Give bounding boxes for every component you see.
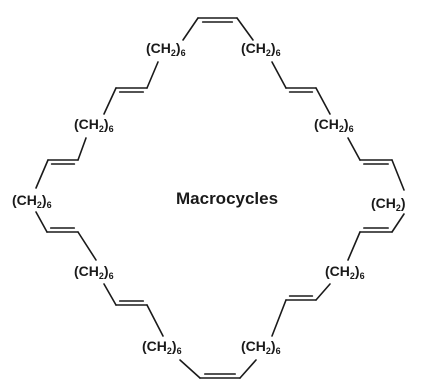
center-title: Macrocycles [176,189,279,208]
ch2-group-label: (CH2)6 [74,116,114,134]
single-bond [271,61,287,89]
single-bond [347,137,361,161]
single-bond [77,137,87,161]
ch2-group-label: (CH2)6 [74,263,114,281]
single-bond [315,283,331,301]
ch2-group-label: (CH2)6 [142,338,182,356]
single-bond [179,359,201,379]
ch2-group-label: (CH2)6 [314,116,354,134]
single-bond [103,87,117,115]
single-bond [391,213,405,233]
single-bond [391,159,405,191]
ch2-group-label: (CH2)6 [146,40,186,58]
single-bond [35,159,49,189]
single-bond [315,87,331,115]
single-bond [146,304,164,337]
ch2-group-label: (CH2)6 [325,263,365,281]
ch2-group-label: (CH2)6 [241,40,281,58]
ch2-group-label: (CH2)6 [241,338,281,356]
single-bond [35,211,48,233]
ch2-group-label-clipped: (CH2) [371,195,406,213]
single-bond [239,359,257,379]
single-bond [347,231,361,261]
single-bond [236,17,254,41]
single-bond [271,299,287,337]
single-bond [182,17,199,41]
single-bond [77,231,97,261]
single-bond [103,283,117,306]
single-bond [146,61,159,89]
ch2-group-label: (CH2)6 [12,192,52,210]
